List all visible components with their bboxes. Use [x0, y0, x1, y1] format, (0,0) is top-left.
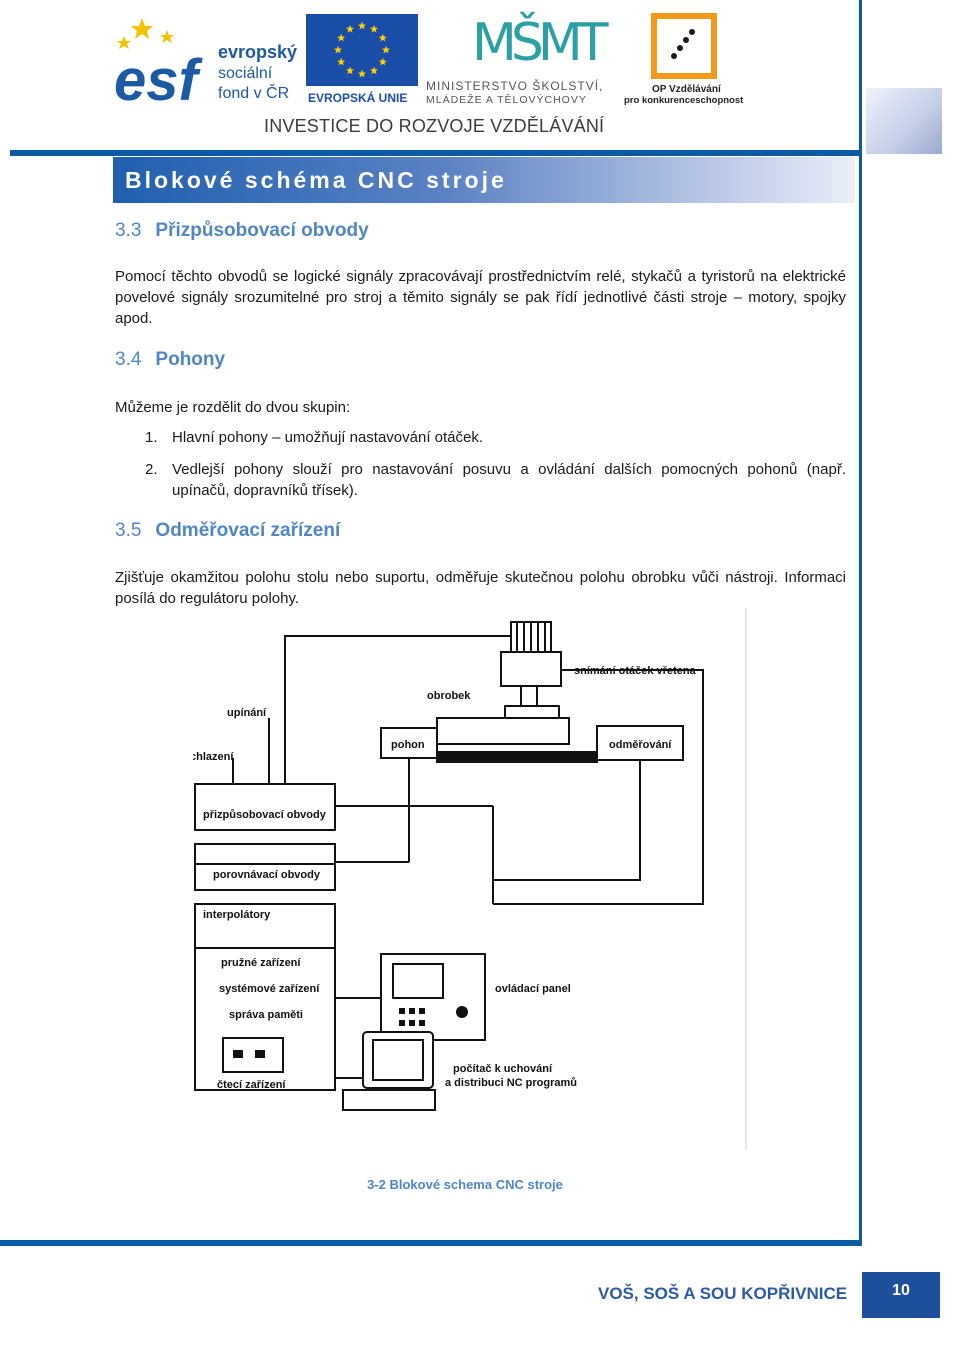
label-pohon: pohon — [391, 739, 425, 751]
label-interpolatory: interpolátory — [203, 909, 271, 921]
label-snimani: snímání otáček vřetena — [574, 665, 697, 677]
eu-star-icon — [337, 33, 346, 42]
section-3-3-paragraph: Pomocí těchto obvodů se logické signály … — [115, 268, 846, 327]
eu-caption: EVROPSKÁ UNIE — [308, 90, 407, 105]
eu-star-icon — [378, 57, 387, 66]
footer-rule — [0, 1240, 862, 1246]
page-number: 10 — [892, 1282, 910, 1299]
eu-star-icon — [346, 66, 354, 75]
eu-star-icon — [334, 45, 342, 54]
label-pruzne: pružné zařízení — [221, 957, 301, 969]
page-title: Blokové schéma CNC stroje — [125, 167, 507, 193]
eu-flag-logo: EVROPSKÁ UNIE — [306, 14, 418, 105]
section-3-4-intro: Můžeme je rozdělit do dvou skupin: — [115, 399, 351, 416]
section-number: 3.3 — [115, 220, 142, 241]
op-line-2: pro konkurenceschopnost — [624, 95, 744, 106]
list-text: Vedlejší pohony slouží pro nastavování p… — [172, 461, 846, 499]
corner-decoration — [866, 88, 942, 154]
msmt-line-1: MINISTERSTVO ŠKOLSTVÍ, — [426, 78, 603, 93]
esf-line-3: fond v ČR — [218, 83, 289, 102]
svg-text:esf: esf — [114, 48, 204, 106]
label-prizpusobovaci: přizpůsobovací obvody — [203, 809, 327, 821]
section-3-5-heading: 3.5 Odměřovací zařízení — [115, 520, 340, 542]
section-title: Přizpůsobovací obvody — [155, 220, 369, 241]
footer-school-name: VOŠ, SOŠ A SOU KOPŘIVNICE — [598, 1284, 848, 1303]
list-text: Hlavní pohony – umožňují nastavování otá… — [172, 429, 484, 446]
esf-logo: esf evropský sociální fond v ČR — [112, 14, 302, 106]
label-sprava: správa paměti — [229, 1009, 303, 1021]
section-title: Pohony — [155, 349, 226, 370]
eu-star-icon — [370, 25, 378, 33]
figure-caption: 3-2 Blokové schema CNC stroje — [367, 1177, 563, 1192]
label-pocitac-2: a distribuci NC programů — [445, 1077, 577, 1089]
section-title: Odměřovací zařízení — [155, 520, 341, 541]
op-line-1: OP Vzdělávání — [652, 84, 722, 95]
esf-line-2: sociální — [218, 65, 273, 82]
section-number: 3.5 — [115, 520, 142, 541]
label-systemove: systémové zařízení — [219, 983, 320, 995]
investice-slogan: INVESTICE DO ROZVOJE VZDĚLÁVÁNÍ — [264, 116, 605, 136]
label-odmerovani: odměřování — [609, 739, 672, 751]
label-porovnavaci: porovnávací obvody — [213, 869, 321, 881]
eu-star-icon — [358, 21, 366, 30]
eu-star-icon — [370, 66, 378, 75]
msmt-logo: MŠMT MINISTERSTVO ŠKOLSTVÍ, MLÁDEŽE A TĚ… — [426, 11, 614, 106]
section-3-4-heading: 3.4 Pohony — [115, 349, 225, 371]
list-item: 2. Vedlejší pohony slouží pro nastavován… — [145, 459, 846, 501]
section-number: 3.4 — [115, 349, 142, 370]
label-pocitac-1: počítač k uchování — [453, 1063, 553, 1075]
op-vzdelavani-logo: OP Vzdělávání pro konkurenceschopnost — [624, 13, 744, 106]
cnc-block-diagram: snímání otáček vřetena obrobek upínání c… — [193, 608, 747, 1150]
list-number: 2. — [145, 461, 158, 478]
right-margin-rule — [859, 0, 862, 1240]
eu-star-icon — [378, 33, 387, 42]
label-ovladaci: ovládací panel — [495, 983, 571, 995]
section-3-5-paragraph: Zjišťuje okamžitou polohu stolu nebo sup… — [115, 569, 846, 607]
page-number-box: 10 — [862, 1272, 940, 1318]
eu-star-icon — [346, 25, 354, 33]
label-upinani: upínání — [227, 707, 267, 719]
list-number: 1. — [145, 429, 158, 446]
eu-star-icon — [337, 57, 346, 66]
eu-star-icon — [358, 69, 366, 78]
section-3-3-heading: 3.3 Přizpůsobovací obvody — [115, 220, 369, 242]
eu-star-icon — [382, 45, 390, 54]
list-item: 1. Hlavní pohony – umožňují nastavování … — [145, 427, 846, 448]
label-chlazeni: chlazení — [193, 751, 234, 763]
label-cteci: čtecí zařízení — [217, 1079, 286, 1091]
title-banner: Blokové schéma CNC stroje — [113, 157, 855, 203]
label-obrobek: obrobek — [427, 690, 471, 702]
msmt-line-2: MLÁDEŽE A TĚLOVÝCHOVY — [426, 93, 587, 106]
esf-line-1: evropský — [218, 42, 297, 62]
header-rule — [10, 150, 860, 156]
svg-text:MŠMT: MŠMT — [472, 11, 609, 73]
